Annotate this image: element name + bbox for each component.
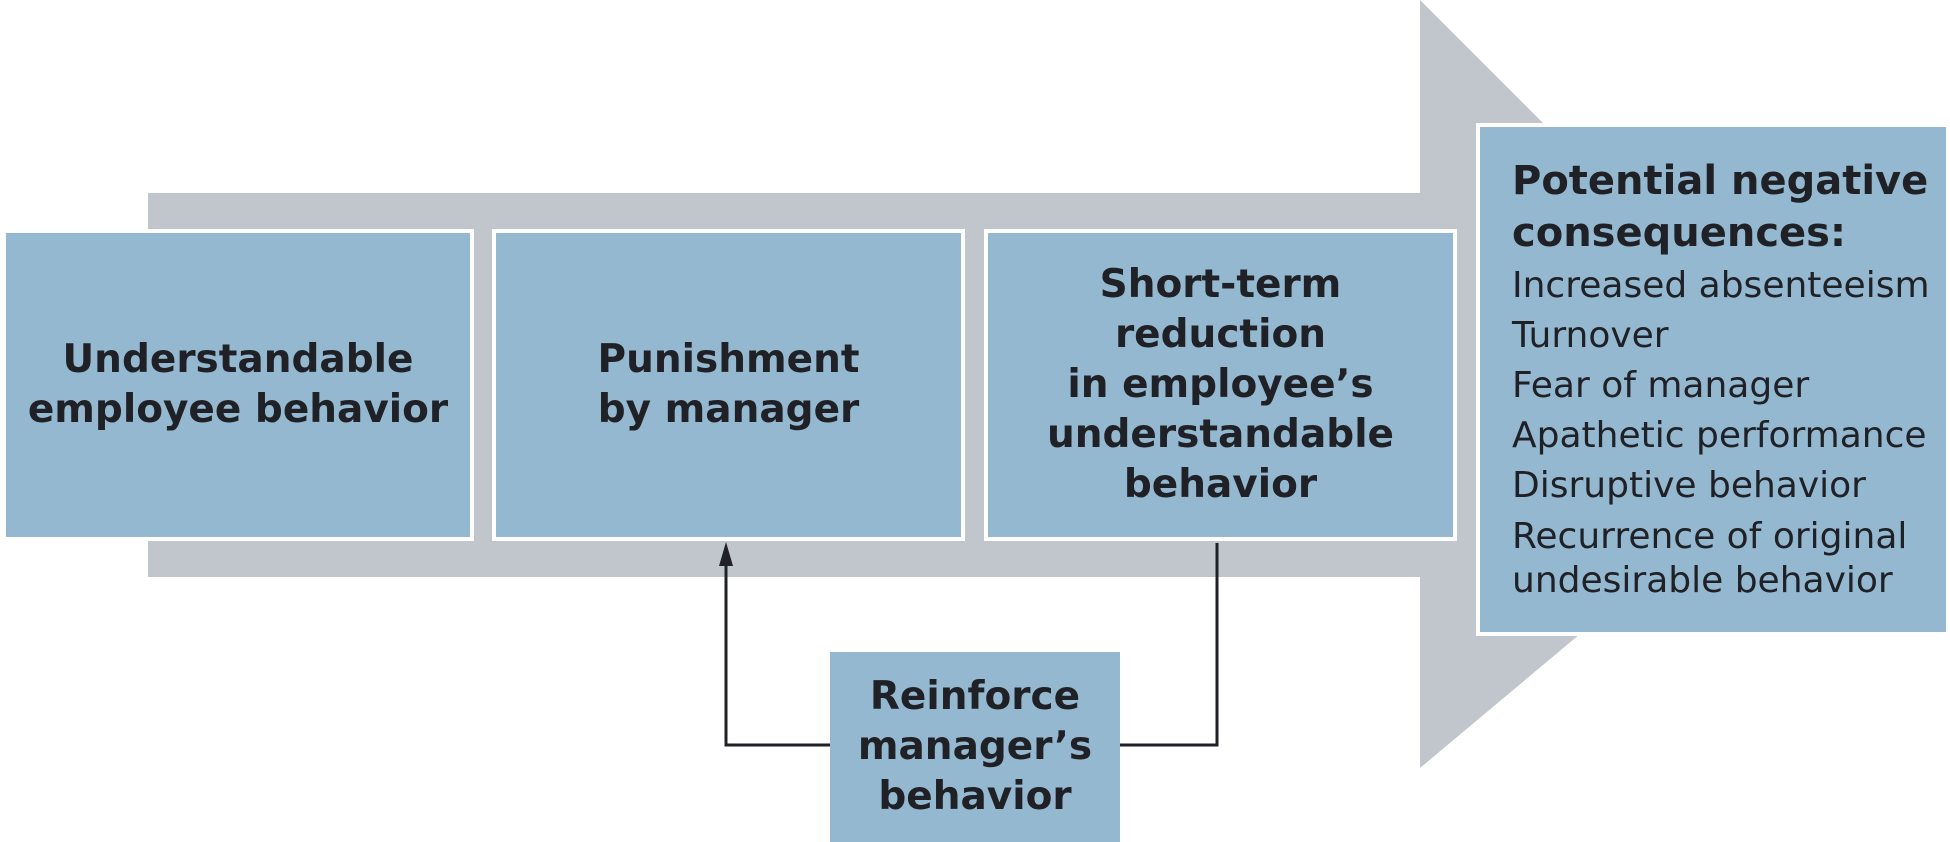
box-line: in employee’s: [1067, 362, 1374, 407]
box-line: behavior: [1123, 462, 1318, 507]
box-line: Reinforce: [869, 674, 1081, 719]
box-line: reduction: [1114, 312, 1327, 357]
consequences-box: Potential negative consequences: Increas…: [1476, 123, 1950, 636]
list-item: Apathetic performance: [1512, 415, 1927, 456]
punishment-box: Punishment by manager: [492, 229, 965, 541]
box-line: manager’s: [857, 724, 1093, 769]
understandable-behavior-box: Understandable employee behavior: [2, 229, 474, 541]
box-line: by manager: [597, 387, 860, 432]
consequences-heading: Potential negative consequences:: [1512, 158, 1929, 256]
reinforce-box: Reinforce manager’s behavior: [830, 652, 1120, 842]
list-item: Recurrence of original undesirable behav…: [1512, 516, 1908, 601]
box-line: behavior: [878, 774, 1072, 819]
punishment-text: Punishment by manager: [598, 335, 860, 435]
list-item: Turnover: [1512, 315, 1669, 356]
consequences-list: Increased absenteeism Turnover Fear of m…: [1512, 261, 1946, 603]
list-item: Fear of manager: [1512, 365, 1810, 406]
list-item: Disruptive behavior: [1512, 465, 1866, 506]
box-line: employee behavior: [27, 387, 449, 432]
box-line: understandable: [1046, 412, 1395, 457]
understandable-behavior-text: Understandable employee behavior: [28, 335, 448, 435]
reinforce-text: Reinforce manager’s behavior: [858, 672, 1092, 822]
short-term-reduction-text: Short-term reduction in employee’s under…: [1047, 260, 1394, 510]
short-term-reduction-box: Short-term reduction in employee’s under…: [984, 229, 1457, 541]
list-item: Increased absenteeism: [1512, 265, 1930, 306]
box-line: Short-term: [1099, 262, 1342, 307]
box-line: Punishment: [597, 337, 860, 382]
box-line: Understandable: [62, 337, 414, 382]
